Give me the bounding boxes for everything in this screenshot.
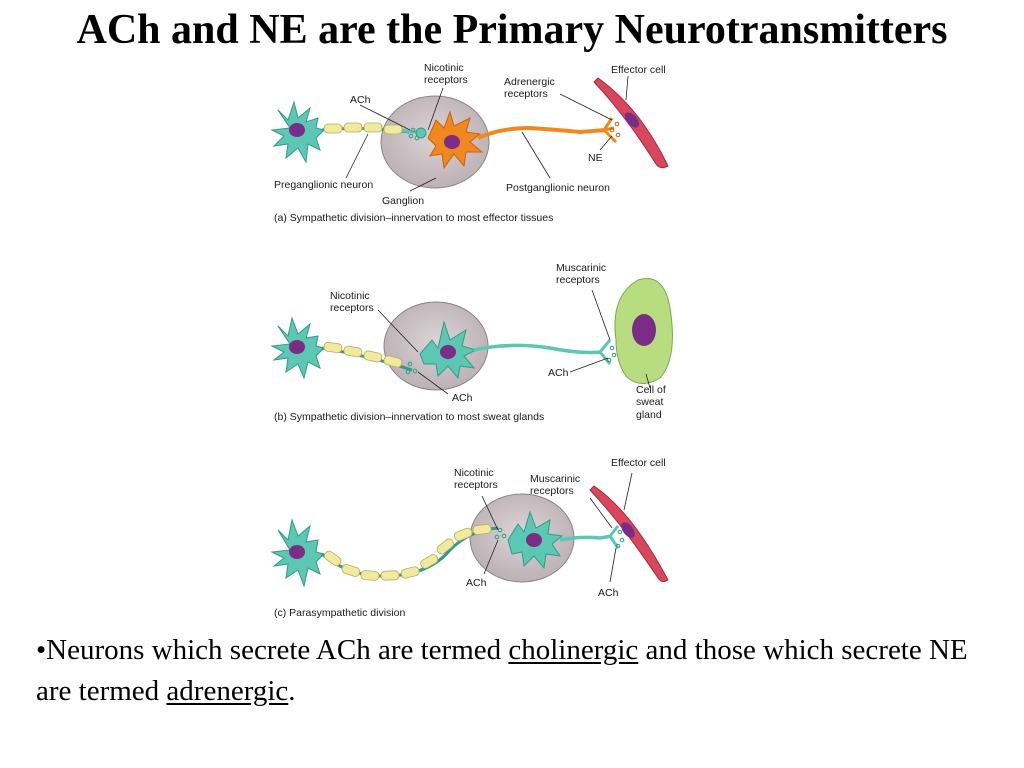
label-nicotinic: Nicotinic xyxy=(330,290,370,302)
panel-a: Nicotinic receptors ACh Adrenergic recep… xyxy=(270,62,669,224)
caption-c: (c) Parasympathetic division xyxy=(274,607,405,619)
label-preganglionic-neuron: Preganglionic neuron xyxy=(274,179,373,191)
label-cell-of: Cell of xyxy=(636,384,666,396)
myelin-sheath xyxy=(323,122,403,135)
postganglionic-axon xyxy=(559,534,613,542)
bullet-prefix: •Neurons which secrete ACh are termed xyxy=(36,634,509,666)
label-ach-ganglion: ACh xyxy=(466,577,487,589)
label-postganglionic-neuron: Postganglionic neuron xyxy=(506,182,610,194)
bullet-middle: and those which secrete NE are termed xyxy=(36,634,968,707)
label-ach-ganglion: ACh xyxy=(452,392,473,404)
term-adrenergic: adrenergic xyxy=(166,675,289,707)
term-cholinergic: cholinergic xyxy=(508,634,639,666)
postganglionic-axon xyxy=(477,125,607,140)
label-ne: NE xyxy=(588,152,603,164)
label-muscarinic-receptors: receptors xyxy=(556,274,600,286)
nucleus xyxy=(526,533,542,547)
nucleus xyxy=(621,522,635,538)
nucleus xyxy=(632,314,656,346)
nucleus xyxy=(289,340,305,354)
bullet-suffix: . xyxy=(288,675,296,707)
label-sweat: sweat xyxy=(636,396,664,408)
label-nicotinic: Nicotinic xyxy=(424,62,464,74)
panel-c: Nicotinic receptors Muscarinic receptors… xyxy=(270,457,669,619)
label-gland: gland xyxy=(636,409,662,421)
label-muscarinic: Muscarinic xyxy=(556,262,606,274)
label-muscarinic-receptors: receptors xyxy=(530,485,574,497)
neuron-diagram: Nicotinic receptors ACh Adrenergic recep… xyxy=(270,62,673,619)
label-ach-effector: ACh xyxy=(598,587,619,599)
label-adrenergic: Adrenergic xyxy=(504,76,555,88)
label-receptors: receptors xyxy=(424,74,468,86)
label-nicotinic: Nicotinic xyxy=(454,467,494,479)
label-ach: ACh xyxy=(350,94,371,106)
label-effector-cell: Effector cell xyxy=(611,64,666,76)
label-ganglion: Ganglion xyxy=(382,195,424,207)
label-muscarinic: Muscarinic xyxy=(530,473,580,485)
bullet-text: •Neurons which secrete ACh are termed ch… xyxy=(36,630,996,712)
slide-title: ACh and NE are the Primary Neurotransmit… xyxy=(76,7,948,53)
caption-a: (a) Sympathetic division–innervation to … xyxy=(274,212,553,224)
nucleus xyxy=(440,345,456,359)
nucleus xyxy=(289,545,305,559)
label-receptors: receptors xyxy=(454,479,498,491)
panel-b: Nicotinic receptors Muscarinic receptors… xyxy=(270,262,673,423)
label-receptors: receptors xyxy=(330,302,374,314)
myelin-sheath xyxy=(323,524,492,581)
nucleus xyxy=(289,123,305,137)
label-ach-gland: ACh xyxy=(548,367,569,379)
postganglionic-axon xyxy=(473,343,603,355)
nucleus xyxy=(624,112,640,128)
myelin-sheath xyxy=(323,341,403,368)
nucleus xyxy=(444,135,460,149)
label-effector-cell: Effector cell xyxy=(611,457,666,469)
label-adrenergic-receptors: receptors xyxy=(504,88,548,100)
caption-b: (b) Sympathetic division–innervation to … xyxy=(274,411,544,423)
